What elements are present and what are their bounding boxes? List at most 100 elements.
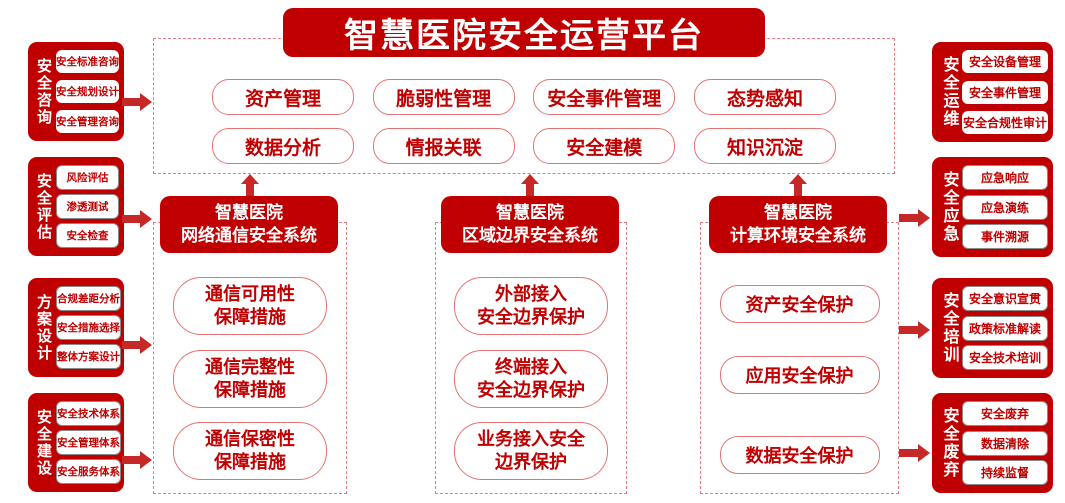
group-item: 安全规划设计 (56, 80, 119, 103)
system-header-line: 智慧医院 (215, 202, 283, 222)
group-label: 安全评估 (35, 172, 52, 241)
measure-pill: 资产安全保护 (719, 285, 880, 323)
group-label: 安全培训 (940, 292, 958, 364)
function-pill-asset-management: 资产管理 (212, 79, 354, 115)
arrow-right-icon (122, 93, 152, 111)
group-item: 安全管理体系 (56, 430, 121, 455)
measure-pill: 业务接入安全 边界保护 (454, 422, 608, 480)
service-group-solution-design: 方案设计 合规差距分析 安全措施选择 整体方案设计 (28, 278, 124, 377)
service-group-security-construction: 安全建设 安全技术体系 安全管理体系 安全服务体系 (28, 393, 124, 492)
arrow-head (140, 93, 152, 111)
arrow-right-icon (122, 451, 152, 469)
system-header-line: 智慧医院 (764, 202, 832, 222)
group-items: 合规差距分析 安全措施选择 整体方案设计 (56, 286, 121, 369)
arrow-shaft (899, 214, 918, 222)
arrow-head (789, 174, 807, 184)
group-items: 安全技术体系 安全管理体系 安全服务体系 (56, 401, 121, 484)
arrow-shaft (122, 456, 140, 464)
arrow-up-icon (520, 174, 540, 196)
function-pill-vulnerability-management: 脆弱性管理 (372, 79, 515, 115)
system-header-line: 区域边界安全系统 (462, 225, 598, 245)
arrow-shaft (526, 184, 534, 196)
measure-line: 通信保密性 (205, 428, 295, 449)
group-item: 安全管理咨询 (56, 110, 119, 133)
measure-line: 保障措施 (214, 380, 286, 400)
group-item: 合规差距分析 (56, 286, 121, 311)
system-header-network-communication: 智慧医院 网络通信安全系统 (160, 196, 338, 253)
platform-function-row-2: 数据分析 情报关联 安全建模 知识沉淀 (212, 128, 836, 164)
arrow-head (918, 321, 930, 339)
measure-line: 通信完整性 (205, 356, 295, 377)
measure-pill: 终端接入 安全边界保护 (454, 350, 608, 408)
group-item: 应急响应 (962, 165, 1048, 190)
arrow-up-icon (240, 174, 260, 196)
group-item: 政策标准解读 (962, 315, 1048, 341)
group-items: 应急响应 应急演练 事件溯源 (962, 165, 1048, 249)
measure-line: 外部接入 (495, 283, 567, 304)
system-header-line: 网络通信安全系统 (181, 225, 317, 245)
group-item: 安全技术体系 (56, 401, 121, 426)
arrow-head (241, 174, 259, 184)
measure-pill: 数据安全保护 (719, 436, 880, 474)
arrow-head (140, 336, 152, 354)
function-pill-security-modeling: 安全建模 (533, 128, 676, 164)
arrow-head (140, 451, 152, 469)
arrow-shaft (899, 449, 918, 457)
function-pill-knowledge-accumulation: 知识沉淀 (693, 128, 836, 164)
system-header-line: 计算环境安全系统 (730, 225, 866, 245)
measure-pill: 通信可用性 保障措施 (173, 277, 327, 335)
group-item: 应急演练 (962, 194, 1048, 220)
arrow-right-icon (899, 444, 930, 462)
group-item: 安全服务体系 (56, 459, 121, 484)
platform-function-row-1: 资产管理 脆弱性管理 安全事件管理 态势感知 (212, 79, 836, 115)
measure-pill: 通信完整性 保障措施 (173, 350, 327, 408)
function-pill-situation-awareness: 态势感知 (693, 79, 836, 115)
system-column-computing-environment: 资产安全保护 应用安全保护 数据安全保护 (700, 222, 899, 494)
function-pill-intelligence-correlation: 情报关联 (372, 128, 515, 164)
group-items: 风险评估 渗透测试 安全检查 (56, 165, 119, 248)
group-label: 安全应急 (940, 171, 958, 243)
platform-container: 资产管理 脆弱性管理 安全事件管理 态势感知 数据分析 情报关联 安全建模 知识… (153, 38, 895, 174)
group-item: 安全检查 (56, 223, 119, 248)
measure-line: 保障措施 (214, 307, 286, 327)
arrow-head (140, 210, 152, 228)
group-label: 安全建设 (35, 408, 52, 477)
group-item: 数据清除 (962, 430, 1048, 456)
system-header-line: 智慧医院 (496, 202, 564, 222)
measure-line: 安全边界保护 (477, 307, 585, 327)
system-header-computing-environment: 智慧医院 计算环境安全系统 (709, 196, 887, 253)
page-title: 智慧医院安全运营平台 (283, 8, 765, 57)
group-item: 安全意识宣贯 (962, 286, 1048, 311)
function-pill-data-analysis: 数据分析 (212, 128, 354, 164)
arrow-shaft (899, 326, 918, 334)
group-item: 事件溯源 (962, 224, 1048, 249)
group-items: 安全标准咨询 安全规划设计 安全管理咨询 (56, 50, 119, 133)
arrow-right-icon (899, 321, 930, 339)
measure-line: 保障措施 (214, 452, 286, 472)
measure-pill: 应用安全保护 (719, 356, 880, 394)
service-group-security-operations: 安全运维 安全设备管理 安全事件管理 安全合规性审计 (932, 42, 1053, 142)
service-group-security-assessment: 安全评估 风险评估 渗透测试 安全检查 (28, 157, 124, 256)
group-item: 安全废弃 (962, 401, 1048, 426)
system-header-area-boundary: 智慧医院 区域边界安全系统 (441, 196, 619, 253)
system-column-area-boundary: 外部接入 安全边界保护 终端接入 安全边界保护 业务接入安全 边界保护 (435, 222, 627, 494)
measure-pill: 外部接入 安全边界保护 (454, 277, 608, 335)
group-item: 安全设备管理 (962, 50, 1048, 73)
function-pill-security-event-management: 安全事件管理 (533, 79, 676, 115)
group-item: 持续监督 (962, 460, 1048, 485)
group-item: 安全合规性审计 (962, 111, 1048, 134)
group-label: 安全运维 (940, 56, 958, 128)
group-item: 安全措施选择 (56, 315, 121, 340)
group-item: 安全事件管理 (962, 80, 1048, 104)
arrow-shaft (246, 184, 254, 196)
group-item: 风险评估 (56, 165, 119, 190)
arrow-right-icon (899, 209, 930, 227)
arrow-up-icon (788, 174, 808, 196)
service-group-security-emergency: 安全应急 应急响应 应急演练 事件溯源 (932, 157, 1053, 257)
arrow-shaft (794, 184, 802, 196)
group-item: 渗透测试 (56, 194, 119, 219)
group-label: 安全咨询 (35, 57, 52, 126)
measure-line: 通信可用性 (205, 283, 295, 304)
arrow-right-icon (122, 336, 152, 354)
